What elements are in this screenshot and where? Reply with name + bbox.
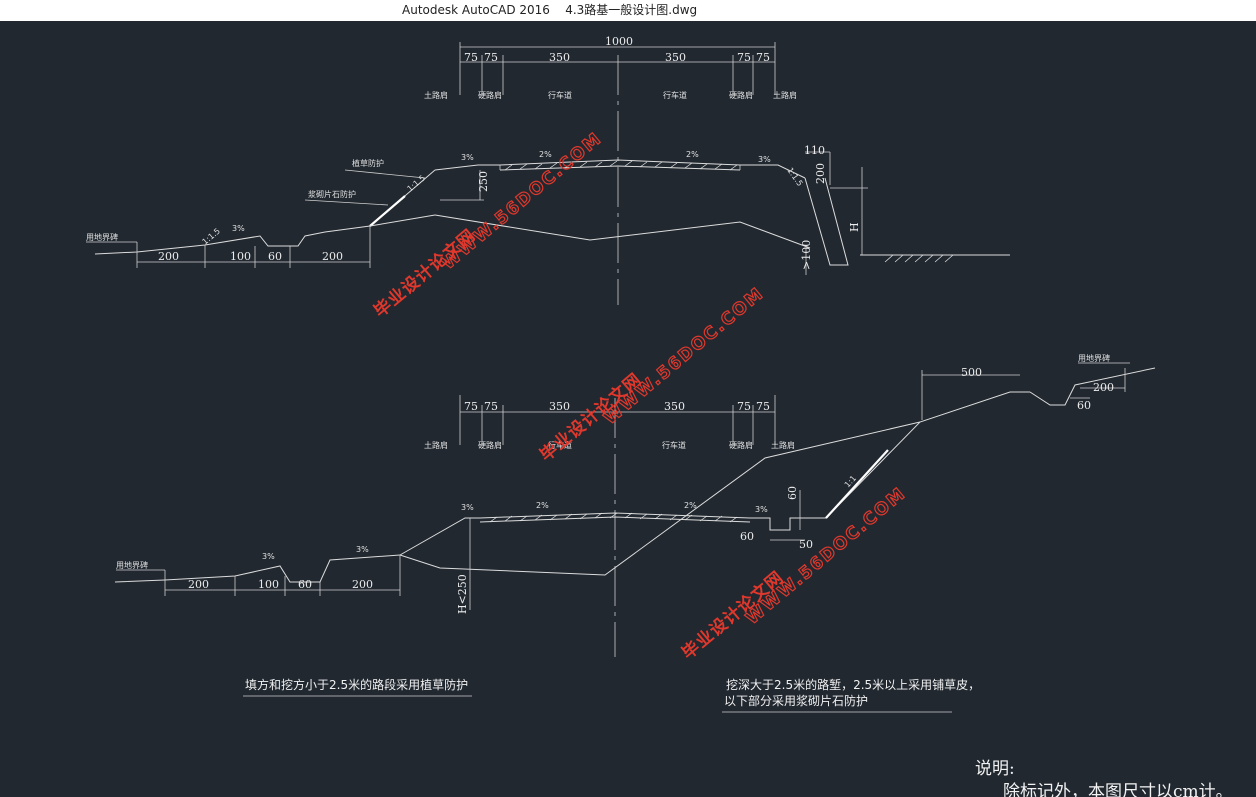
dim-shoulder-3: 75: [737, 51, 751, 64]
slope2-left-shoulder: 3%: [461, 503, 474, 512]
dim2-lane-1: 350: [549, 400, 570, 413]
dim-shoulder-1: 75: [464, 51, 478, 64]
dim2-shoulder-2: 75: [484, 400, 498, 413]
label2-boundary-right: 用地界碑: [1078, 353, 1110, 363]
label-lane-right: 行车道: [663, 90, 687, 100]
bottom-cross-section: 75 75 350 350 75 75 土路肩 硬路肩 行车道 行车道 硬路肩 …: [114, 353, 1156, 657]
label2-earth-shoulder-right: 土路肩: [771, 440, 795, 450]
dim-bottom-100: 100: [230, 250, 251, 263]
watermark-name-1: 毕业设计论文网: [370, 225, 480, 322]
top-cross-section: 1000 75 75 350 350 75 75 土路肩 硬路肩 行车道 行车道…: [86, 35, 1010, 305]
dim-shoulder-2: 75: [484, 51, 498, 64]
slope2-left-fill: 3%: [356, 545, 369, 554]
slope-left-shoulder: 3%: [461, 153, 474, 162]
dim-200: 200: [814, 163, 827, 184]
dim2-bottom-100: 100: [258, 578, 279, 591]
slope-right-lane: 2%: [686, 150, 699, 159]
dim2-bottom-60: 60: [298, 578, 312, 591]
label2-earth-shoulder-left: 土路肩: [424, 440, 448, 450]
label-boundary-marker: 用地界碑: [86, 232, 118, 242]
dim-bottom-200-left: 200: [158, 250, 179, 263]
label2-hard-shoulder-left: 硬路肩: [478, 440, 502, 450]
label2-lane-right: 行车道: [662, 440, 686, 450]
label-hard-shoulder-right: 硬路肩: [729, 90, 753, 100]
app-title: Autodesk AutoCAD 2016: [402, 3, 550, 17]
dim2-bottom-200-right: 200: [352, 578, 373, 591]
dim2-bottom-200-left: 200: [188, 578, 209, 591]
dim2-60-ditch: 60: [740, 530, 754, 543]
dim-110: 110: [804, 144, 825, 157]
explanation-heading: 说明:: [975, 759, 1015, 779]
callout-masonry-protection: 浆砌片石防护: [308, 189, 356, 199]
label-earth-shoulder-right: 土路肩: [773, 90, 797, 100]
dim2-lane-2: 350: [664, 400, 685, 413]
title-bar: Autodesk AutoCAD 2016 4.3路基一般设计图.dwg: [0, 0, 1256, 21]
cad-drawing[interactable]: 1000 75 75 350 350 75 75 土路肩 硬路肩 行车道 行车道…: [0, 21, 1256, 797]
window-title: Autodesk AutoCAD 2016 4.3路基一般设计图.dwg: [402, 0, 697, 21]
dim2-200-right: 200: [1093, 381, 1114, 394]
slope2-right-shoulder: 3%: [755, 505, 768, 514]
dim-250: 250: [477, 171, 490, 192]
dim2-shoulder-1: 75: [464, 400, 478, 413]
dim2-60-right: 60: [1077, 399, 1091, 412]
dim-total-width: 1000: [605, 35, 633, 48]
file-name: 4.3路基一般设计图.dwg: [565, 3, 698, 17]
dim2-H-lt-250: H<250: [456, 574, 469, 614]
dim-over-100: >100: [800, 240, 813, 270]
dim-lane-2: 350: [665, 51, 686, 64]
slope-right-shoulder: 3%: [758, 155, 771, 164]
label-hard-shoulder-left: 硬路肩: [478, 90, 502, 100]
slope2-right-lane: 2%: [684, 501, 697, 510]
dim2-500: 500: [961, 366, 982, 379]
watermark-name-2: 毕业设计论文网: [536, 369, 646, 466]
dim-bottom-60: 60: [268, 250, 282, 263]
callout-grass-protection: 植草防护: [352, 158, 384, 168]
explanation-line1: 除标记外，本图尺寸以cm计。: [1003, 782, 1233, 797]
label2-hard-shoulder-right: 硬路肩: [729, 440, 753, 450]
note-left: 填方和挖方小于2.5米的路段采用植草防护: [245, 677, 468, 692]
dim-H: H: [848, 222, 861, 232]
note-right-line1: 挖深大于2.5米的路堑，2.5米以上采用铺草皮，: [726, 677, 980, 692]
dim2-60-vert: 60: [786, 486, 799, 500]
label-lane-left: 行车道: [548, 90, 572, 100]
dim2-shoulder-4: 75: [756, 400, 770, 413]
slope2-ditch: 3%: [262, 552, 275, 561]
ratio-right: 1:1.5: [785, 166, 804, 188]
slope2-left-lane: 2%: [536, 501, 549, 510]
dim2-50: 50: [799, 538, 813, 551]
dim-shoulder-4: 75: [756, 51, 770, 64]
slope-left-lane: 2%: [539, 150, 552, 159]
dim2-shoulder-3: 75: [737, 400, 751, 413]
label-earth-shoulder-left: 土路肩: [424, 90, 448, 100]
label2-lane-left: 行车道: [548, 440, 572, 450]
watermark: WWW.56DOC.COM 毕业设计论文网 WWW.56DOC.COM 毕业设计…: [370, 128, 911, 664]
dim-bottom-200-right: 200: [322, 250, 343, 263]
drawing-canvas[interactable]: 1000 75 75 350 350 75 75 土路肩 硬路肩 行车道 行车道…: [0, 21, 1256, 797]
slope-ditch: 3%: [232, 224, 245, 233]
dim-lane-1: 350: [549, 51, 570, 64]
note-right-line2: 以下部分采用浆砌片石防护: [724, 693, 868, 708]
label2-boundary-left: 用地界碑: [116, 560, 148, 570]
